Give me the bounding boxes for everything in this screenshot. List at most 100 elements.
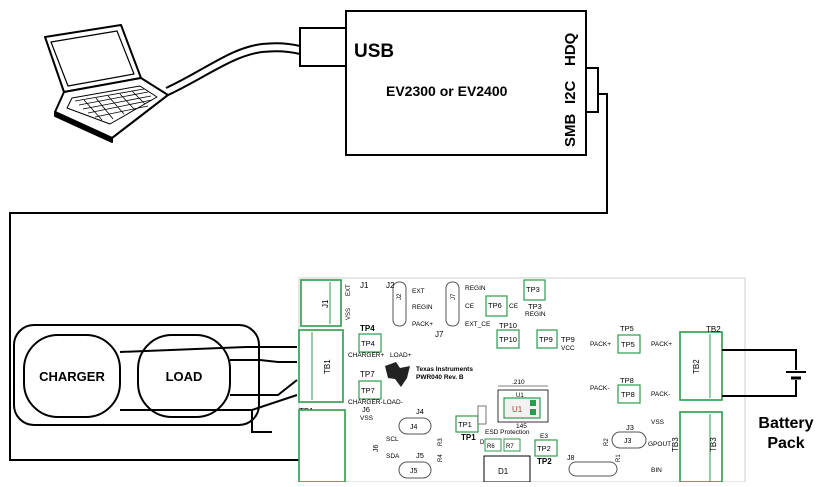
label-j4b: J4 [410,424,418,431]
label-j1-rot: J1 [321,299,330,308]
port-hdq-label: HDQ [562,32,579,66]
label-tp8: TP8 [621,390,635,399]
battery-pack-label-2: Pack [767,435,804,452]
laptop-icon [44,24,169,143]
j4-connector [398,417,432,435]
tp6-testpoint [485,295,508,317]
j8-connector [568,461,618,477]
usb-cable-inner [165,50,301,97]
label-ce: CE [465,303,475,310]
label-r1: R1 [616,454,622,462]
usb-cable [165,42,301,89]
j2-connector [392,281,407,327]
label-r4: R4 [438,454,444,462]
port-smb-label: SMB [562,114,579,148]
label-tp4: TP4 [361,339,375,348]
label-tp4b: TP4 [360,324,375,333]
load-block: LOAD [137,334,231,418]
label-d3: D3 [480,440,488,446]
label-j1: J1 [360,281,369,290]
evm-board: J1 J1 EXT VSS J2 J2 EXT REGIN PACK+ J7 J… [298,277,746,483]
ti-logo-line2: PWR040 Rev. B [416,374,464,381]
label-tb1: TB1 [323,359,332,374]
tp3-testpoint [523,279,546,301]
label-j3b: J3 [624,438,632,445]
label-tp1b: TP1 [461,433,476,442]
label-u1: U1 [516,393,524,399]
label-packm: PACK- [590,385,609,392]
label-chargerm: CHARGER- [348,399,383,406]
label-gpout: GPOUT [648,441,671,448]
tp8-testpoint [617,384,641,404]
label-ext: EXT [412,288,425,295]
tp2-testpoint [534,439,558,457]
label-j2-rot: J2 [397,293,403,300]
label-tp10: TP10 [499,335,517,344]
label-tp10b: TP10 [499,321,517,330]
label-j6: J6 [362,405,370,414]
label-d1: D1 [498,467,509,476]
label-packm2: PACK- [651,391,670,398]
label-tp5: TP5 [621,340,635,349]
j5-connector [398,461,432,479]
label-tb2: TB2 [706,325,721,334]
label-vss2: VSS [360,415,374,422]
label-j7-rot: J7 [451,293,457,300]
charger-load-wires [119,346,298,433]
j1-connector [300,279,342,327]
label-tp6: TP6 [488,301,502,310]
label-tp7b: TP7 [360,370,375,379]
label-ext-ce: EXT_CE [465,321,491,328]
i2c-connector [585,67,599,113]
label-vss3: VSS [651,419,665,426]
comm-cable [9,93,608,461]
label-r3: R3 [438,438,444,446]
label-u1b: U1 [512,405,523,414]
tb3-terminal [679,411,723,483]
label-tp3b: TP3 [528,302,542,311]
label-r6: R6 [487,444,495,450]
label-ext-v: EXT [346,284,352,296]
label-dim145: 145 [516,423,527,430]
label-j5: J5 [416,451,424,460]
label-sda: SDA [386,453,400,460]
usb-plug [299,27,347,67]
label-tb2b: TB2 [692,359,701,374]
label-chargerp: CHARGER+ [348,352,385,359]
usb-adapter-box: USB EV2300 or EV2400 HDQ I2C SMB [345,10,587,156]
label-j2: J2 [386,281,395,290]
label-tb3b: TB3 [709,437,718,452]
label-j5b: J5 [410,468,418,475]
usb-label: USB [354,41,394,62]
label-esd: ESD Protection [485,429,530,436]
tp7-testpoint [358,380,382,400]
label-j8: J8 [567,455,575,462]
tp10-testpoint [496,329,520,349]
label-j7: J7 [435,330,444,339]
label-packp3: PACK+ [651,341,672,348]
label-regin3: REGIN [525,311,546,318]
label-r2: R2 [604,438,610,446]
label-vcc: VCC [561,345,575,352]
u1-footprint: .210 U1 U1 145 [497,379,549,430]
battery-symbol [722,349,806,397]
label-regin: REGIN [412,304,433,311]
load-label: LOAD [166,369,203,384]
label-tp3: TP3 [526,285,540,294]
label-loadm: LOAD- [383,399,403,406]
label-j6b: J6 [373,445,380,453]
label-packp2: PACK+ [590,341,611,348]
tb1-terminal [298,329,344,403]
label-loadp: LOAD+ [390,352,412,359]
label-tp5b: TP5 [620,324,634,333]
label-r7: R7 [506,444,514,450]
tb2-terminal [679,331,723,401]
battery-pack-label-1: Battery [758,415,813,432]
tp5-testpoint [617,334,641,354]
charger-label: CHARGER [39,369,105,384]
label-tp2: TP2 [537,444,551,453]
label-tp2b: TP2 [537,457,552,466]
label-tp1: TP1 [458,420,472,429]
